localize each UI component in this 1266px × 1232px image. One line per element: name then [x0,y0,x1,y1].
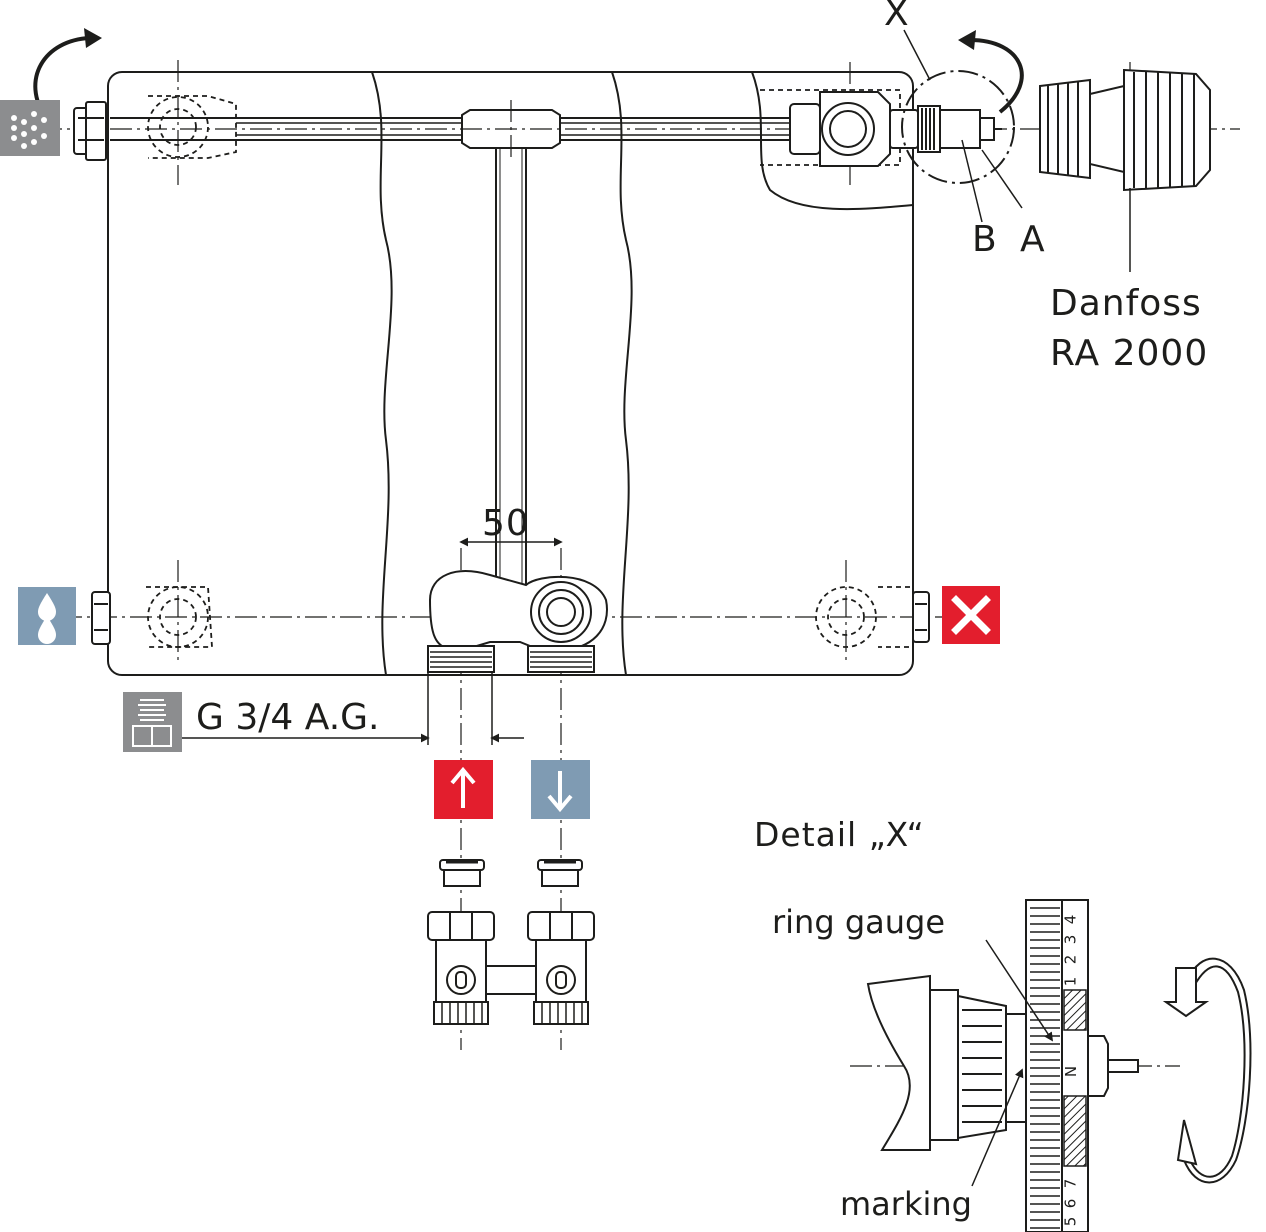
vent-plug [73,101,109,161]
rotation-arrowhead-detail [1162,967,1210,1018]
detail-x-label: Detail „X“ [754,815,925,854]
blind-plug [912,591,930,643]
rotation-arrow-detail [1176,957,1252,1184]
detail-leaders [971,939,1053,1187]
marking-label: marking [840,1185,972,1223]
venting-icon [0,100,60,156]
arrow-down-icon [531,760,590,819]
rotate-arrowhead-right [958,30,976,50]
arrow-up-icon [434,760,493,819]
gauge-hatch-lower [1063,1095,1087,1167]
thermostat-label-line2: RA 2000 [1050,333,1209,374]
bottom-connection-block [427,570,608,673]
ring-gauge-ticks [1030,907,1060,1229]
thread-nipple-icon [123,692,182,752]
dimension-thread [182,672,524,745]
b-label: B [972,219,998,260]
h-valve-threads [441,860,583,1024]
fill-plug [91,591,111,645]
b-a-leaders [961,139,1023,223]
scale-digit: 4 [1061,914,1080,925]
detail-x-circle [901,29,1015,184]
detail-x-drawing [866,899,1139,1232]
a-label: A [1020,219,1046,260]
radiator-body [107,71,914,676]
gauge-hatch-upper [1063,989,1087,1031]
valve-insert [789,91,1002,167]
cross-icon [942,586,1000,644]
scale-digit: 2 [1061,954,1080,965]
h-valve-fitting [427,859,595,1025]
scale-digit: 7 [1061,1178,1080,1189]
thread-lines-bottom [430,651,592,668]
scale-digit: 6 [1061,1198,1080,1209]
thermostat-label-line1: Danfoss [1050,283,1202,324]
dimension-50-label: 50 [482,503,530,544]
rotate-arrowhead-left [84,28,102,48]
scale-digit: N [1062,1065,1081,1078]
thermostat-head [1039,68,1211,272]
water-drops-icon [18,587,76,645]
ring-gauge-label: ring gauge [772,903,946,941]
thread-label: G 3/4 A.G. [196,697,380,738]
top-pipe [110,109,790,590]
scale-digit: 1 [1061,976,1080,987]
x-marker-label: X [884,0,910,34]
scale-digit: 3 [1061,934,1080,945]
scale-digit: 5 [1061,1216,1080,1227]
